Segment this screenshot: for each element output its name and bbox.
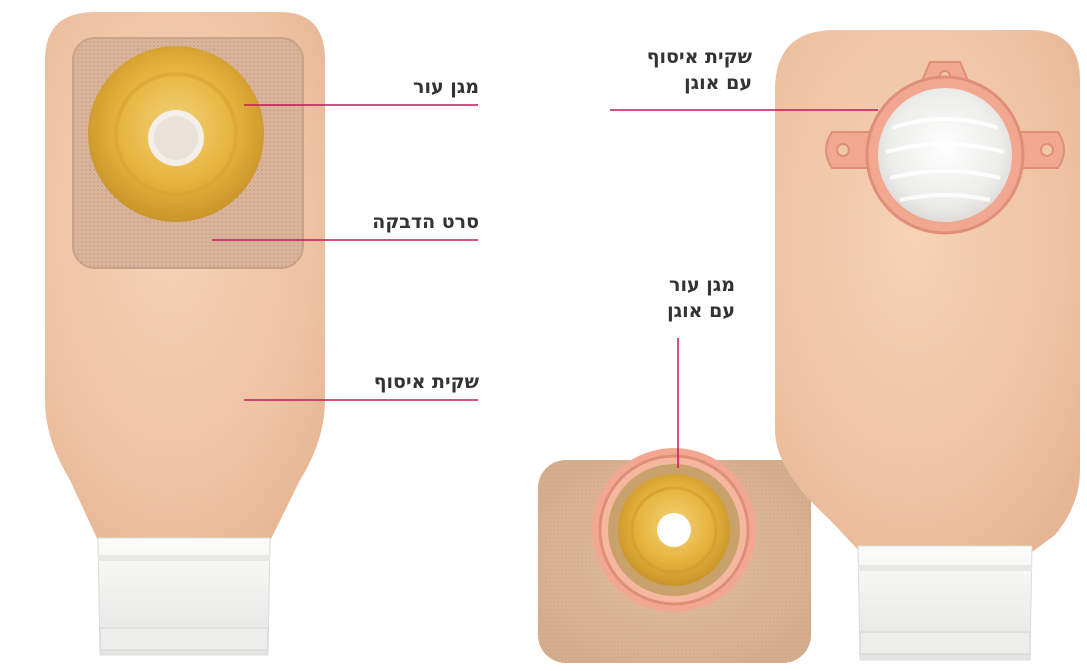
left-stoma-inner: [154, 116, 198, 160]
wafer-stoma-opening: [657, 513, 691, 547]
right-flange-window: [878, 88, 1012, 222]
right-flange-hole-left: [837, 144, 849, 156]
label-adhesive-tape: סרט הדבקה: [372, 209, 479, 235]
left-pouch-clamp-band: [98, 555, 270, 561]
label-right-pouch-line2: עם אוגן: [647, 70, 752, 96]
wafer-barrier: [538, 448, 811, 663]
label-right-pouch-line1: שקית איסוף: [647, 44, 752, 70]
label-adhesive-tape-text: סרט הדבקה: [372, 209, 479, 235]
label-skin-barrier: מגן עור: [413, 74, 479, 100]
label-wafer: מגן עור עם אוגן: [667, 272, 735, 324]
label-right-pouch: שקית איסוף עם אוגן: [647, 44, 752, 96]
right-flange-hole-right: [1041, 144, 1053, 156]
label-skin-barrier-text: מגן עור: [413, 74, 479, 100]
right-pouch-clamp-ridge: [860, 632, 1030, 654]
label-wafer-line2: עם אוגן: [667, 298, 735, 324]
label-collection-bag-text: שקית איסוף: [374, 369, 479, 395]
right-pouch-clamp-band: [858, 565, 1032, 571]
right-pouch: [775, 30, 1080, 660]
left-pouch: [45, 12, 325, 655]
label-wafer-line1: מגן עור: [667, 272, 735, 298]
left-pouch-clamp-ridge: [100, 628, 268, 650]
label-collection-bag: שקית איסוף: [374, 369, 479, 395]
